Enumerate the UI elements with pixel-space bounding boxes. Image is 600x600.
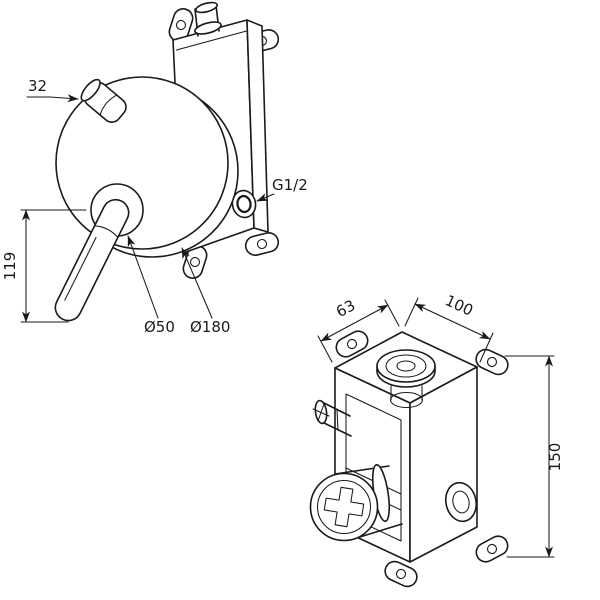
dim-100-ext-right — [479, 332, 494, 363]
dim-63-line — [320, 304, 389, 342]
dim-100-line — [414, 303, 491, 340]
iso-tab-bottom-front — [381, 557, 421, 591]
inlet-port-g12 — [231, 189, 257, 219]
dim-diameters: Ø50 Ø180 — [127, 235, 230, 336]
g12-label: G1/2 — [272, 176, 308, 194]
iso-tab-bottom-right — [472, 532, 512, 566]
dim-63-ext-right — [384, 299, 400, 327]
dim-d180-label: Ø180 — [190, 318, 230, 336]
lever-body — [54, 198, 130, 322]
iso-tab-top-right — [472, 345, 512, 379]
side-port-inner — [452, 490, 470, 514]
dim-32-leader — [26, 94, 79, 103]
front-view: 32 119 Ø50 Ø180 G1/2 — [1, 1, 308, 336]
cylinder-cap-outer — [309, 472, 379, 542]
top-pipe-flange — [194, 21, 222, 35]
dim-d180-leader — [181, 247, 213, 319]
dim-knob-32: 32 — [26, 77, 79, 103]
cartridge-stem — [312, 399, 352, 437]
side-port — [444, 481, 478, 523]
dim-d50-label: Ø50 — [144, 318, 175, 336]
dim-32-label: 32 — [28, 77, 47, 95]
dim-119-label: 119 — [1, 252, 19, 281]
dim-height-150: 150 — [504, 355, 564, 558]
collar-lower-arc — [376, 370, 436, 388]
knob-seam — [99, 94, 117, 116]
side-port-outer — [444, 481, 478, 523]
dim-63-label: 63 — [333, 296, 358, 321]
dim-100-ext-left — [404, 297, 419, 327]
diverter-knob — [80, 78, 127, 123]
box-side-face — [246, 19, 269, 233]
opening-center-hole — [396, 360, 416, 372]
dim-150-label: 150 — [546, 443, 564, 472]
label-inlet-thread: G1/2 — [256, 176, 308, 202]
dim-63-ext-left — [317, 335, 333, 363]
stem-top-edge — [321, 401, 351, 417]
opening-base-flange — [389, 391, 424, 409]
dim-lever-119: 119 — [1, 209, 87, 323]
mixer-lever — [54, 198, 130, 322]
cylinder-cap-inner — [316, 479, 372, 535]
shutoff-cylinder — [309, 464, 403, 542]
mounting-tab-bottom-right — [242, 229, 282, 259]
inlet-port-inner — [236, 194, 252, 214]
inlet-port-outer — [231, 189, 257, 219]
iso-view: 63 100 150 — [309, 291, 564, 591]
opening-inner-ring — [385, 354, 427, 378]
stem-joint — [336, 408, 339, 431]
dim-100-label: 100 — [442, 291, 476, 319]
top-pipe-opening — [195, 1, 218, 14]
lever-edge-detail — [64, 237, 97, 301]
top-opening — [376, 349, 436, 409]
lever-seam — [94, 225, 119, 238]
dim-d50-leader — [127, 235, 159, 319]
cylinder-cross-slot — [323, 486, 365, 528]
box-top-inner-edge — [175, 30, 248, 51]
stem-cross-v — [317, 403, 325, 422]
cover-plate-front — [55, 76, 229, 250]
g12-leader — [256, 193, 275, 202]
